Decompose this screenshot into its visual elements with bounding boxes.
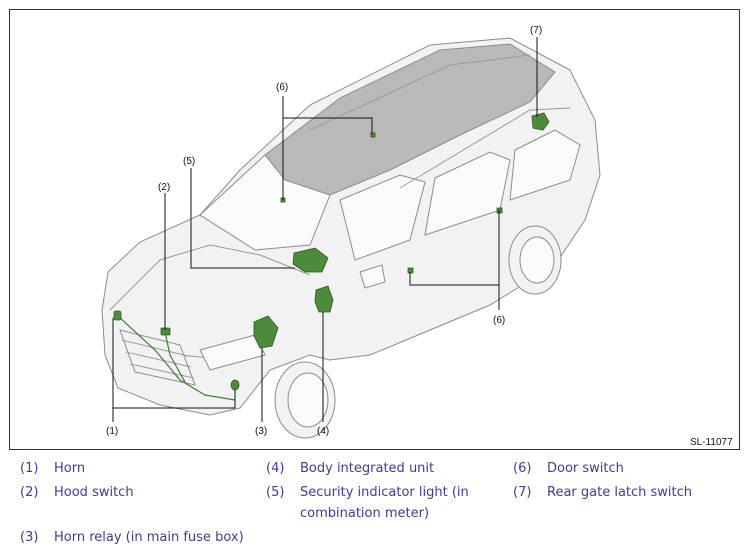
leader-lines	[112, 37, 538, 422]
horn-relay-fuse-box	[253, 315, 279, 349]
callout-6-bottom: (6)	[493, 315, 505, 326]
legend-label: Rear gate latch switch	[547, 485, 693, 500]
callout-7: (7)	[530, 25, 542, 36]
horn-left	[113, 310, 122, 321]
wiring-harness	[117, 315, 236, 401]
horn-right	[230, 379, 240, 391]
legend-number: (5)	[266, 485, 285, 500]
security-indicator-light	[292, 247, 329, 273]
legend-number: (4)	[266, 461, 285, 476]
legend-label: Body integrated unit	[300, 461, 435, 476]
door-switch-front	[370, 132, 376, 138]
legend-label: Horn	[54, 461, 86, 476]
callout-1: (1)	[106, 426, 118, 437]
figure-code: SL-11077	[690, 437, 733, 448]
callout-labels: (1) (2) (3) (4) (5) (6) (6) (7) SL-11077	[106, 25, 733, 448]
legend: (1) Horn (2) Hood switch (3) Horn relay …	[0, 455, 751, 554]
legend-number: (7)	[513, 485, 532, 500]
legend-label: Horn relay (in main fuse box)	[54, 530, 244, 545]
legend-number: (3)	[20, 530, 39, 545]
callout-3: (3)	[255, 426, 267, 437]
legend-label: Security indicator light (in combination…	[300, 485, 469, 521]
body-integrated-unit	[314, 285, 334, 313]
legend-number: (1)	[20, 461, 39, 476]
legend-label: Hood switch	[54, 485, 134, 500]
vehicle-diagram: (1) (2) (3) (4) (5) (6) (6) (7) SL-11077	[101, 25, 733, 448]
vehicle-illustration	[101, 37, 601, 439]
legend-number: (6)	[513, 461, 532, 476]
diagram-frame: (1) (2) (3) (4) (5) (6) (6) (7) SL-11077	[9, 9, 740, 450]
callout-2: (2)	[158, 182, 170, 193]
callout-5: (5)	[183, 156, 195, 167]
rear-gate-latch-switch	[531, 112, 550, 131]
callout-6-top: (6)	[276, 82, 288, 93]
legend-label: Door switch	[547, 461, 624, 476]
legend-number: (2)	[20, 485, 39, 500]
callout-4: (4)	[317, 426, 329, 437]
